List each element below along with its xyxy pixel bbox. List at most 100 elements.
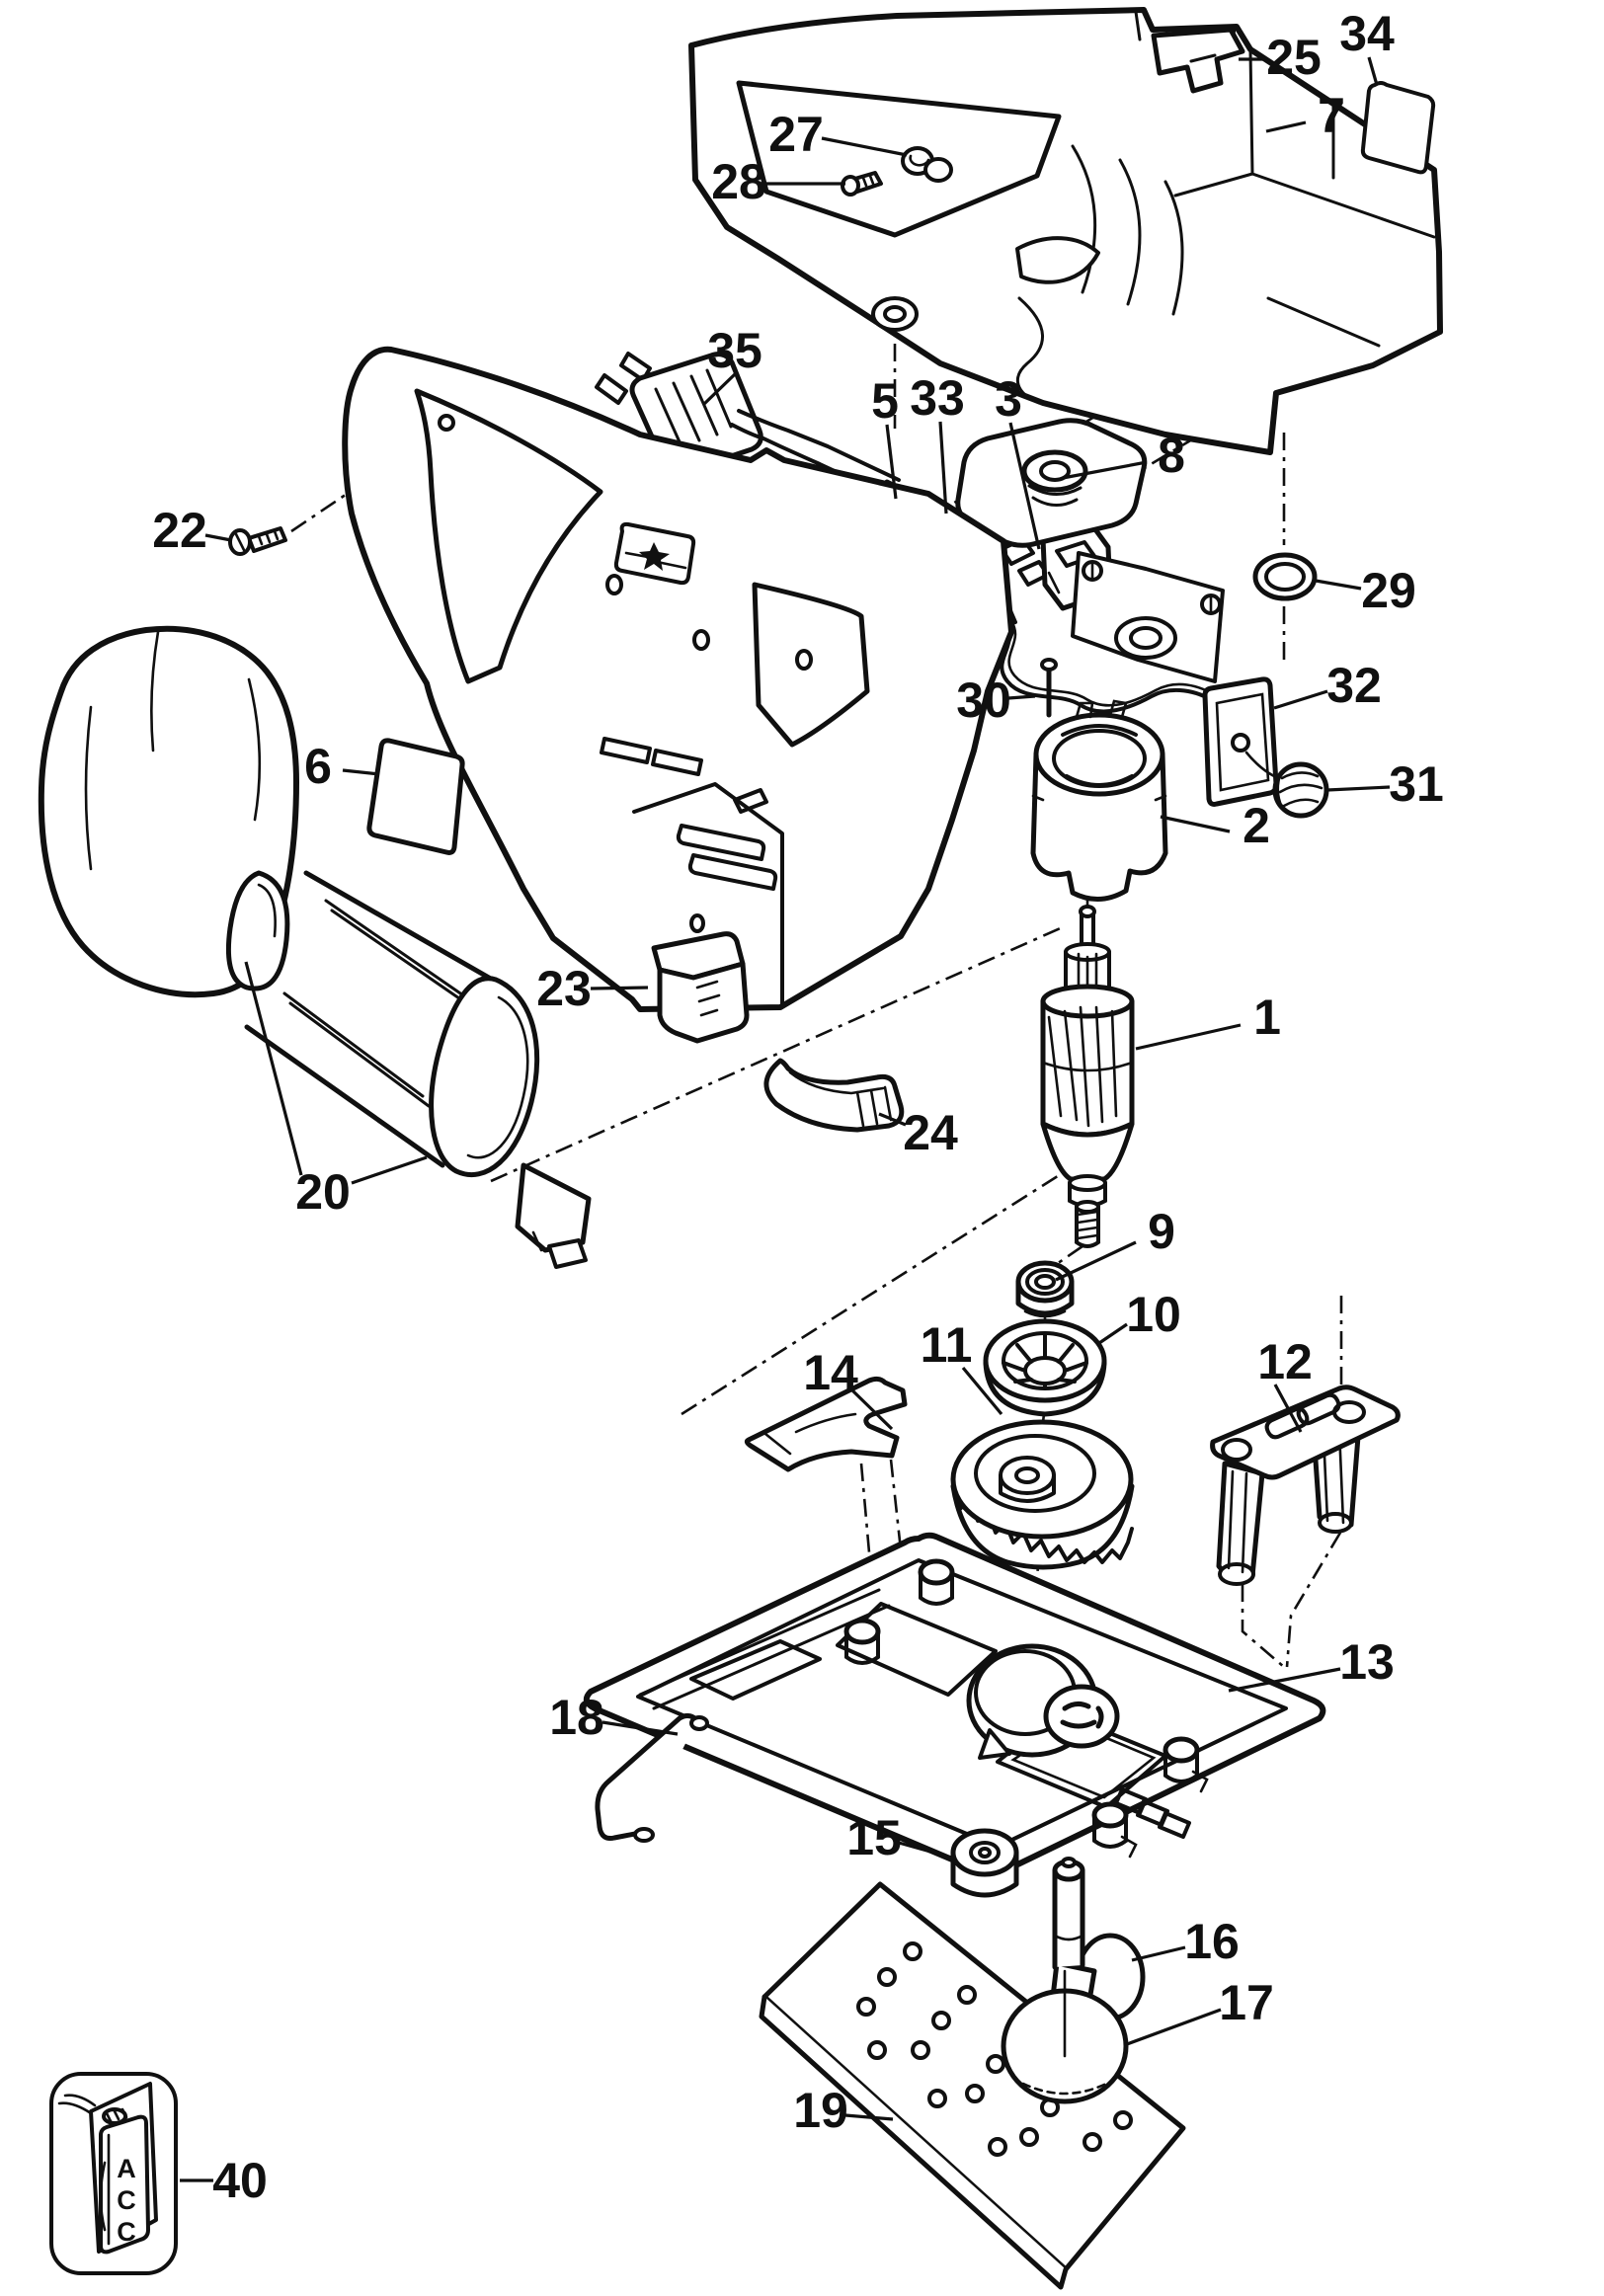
leader-line-33 [938,421,948,515]
label-plate [366,738,465,855]
dust-collector-path [84,630,262,871]
clamp [1151,27,1245,94]
armature-path [1040,1121,1135,1182]
ball-bearing-path [1034,1274,1056,1290]
base-post-path [1191,1770,1209,1793]
hole-plug [1272,761,1329,819]
callout-34: 34 [1339,6,1395,61]
leader-line-30 [1007,694,1036,700]
cover-plate-path [1215,692,1270,792]
roller-path [978,1847,992,1859]
parts-layer: A C C [38,7,1443,2290]
housing-base-path [1114,1787,1191,1839]
armature [1040,905,1135,1248]
callout-40: 40 [212,2153,268,2208]
dust-collector-path [244,1024,445,1168]
callout-7: 7 [1318,88,1345,143]
cover-housing-path [688,7,1443,455]
callout-2: 2 [1243,798,1270,853]
acc-letter-c1: C [117,2185,136,2215]
leader-line-2 [1160,815,1231,833]
motor-housing-path [795,649,813,671]
armature-path [1068,1174,1107,1192]
handle-screw-hole [438,414,455,432]
cover-housing-path [1015,296,1044,405]
platen-holes-path [931,2011,951,2030]
base-post [1163,1736,1209,1793]
leader-line-18 [602,1720,679,1736]
callout-33: 33 [910,370,965,426]
roller [950,1828,1019,1898]
housing-base-path [1060,1701,1104,1729]
roller-path [961,1888,1008,1898]
cover-housing-path [883,305,907,323]
callout-24: 24 [903,1105,958,1160]
callout-8: 8 [1158,428,1185,483]
leader-line-23 [590,986,649,990]
base-post-path [919,1570,954,1606]
screw-path [247,526,287,553]
dust-collector-path [282,899,474,1108]
motor-housing-path [605,574,623,595]
leader-line-7 [1265,120,1307,133]
housing-base-path [689,1639,822,1701]
cord-set-path [595,373,628,405]
callout-23: 23 [536,961,592,1016]
counterweight-path [1055,1870,1083,1967]
leader-line-17 [1126,2008,1222,2046]
motor-housing-path [676,824,766,861]
bearing-retainer [955,418,1148,548]
field [1030,699,1168,902]
ball-bearing-path [1023,1309,1067,1318]
armature-path [1075,1205,1100,1248]
leader-line-12 [1273,1384,1303,1433]
field-path [1033,712,1165,797]
fan-gear-path [999,1456,1056,1495]
cover-housing-path [1015,236,1100,284]
leader-line-6 [342,768,380,776]
callout-17: 17 [1219,1975,1274,2030]
retaining-clip-path [763,1412,857,1456]
dust-collector-path [547,1238,588,1269]
bowl-collar [429,976,540,1178]
leader-line-8 [1062,460,1148,480]
bail-wire-path [595,1712,700,1841]
clamp-path [1189,53,1217,63]
callout-13: 13 [1339,1634,1395,1690]
armature-path [1040,984,1135,1019]
acc-letter-a: A [117,2154,136,2183]
motor-housing [342,346,1014,1012]
callout-16: 16 [1184,1914,1240,1969]
callout-12: 12 [1257,1334,1313,1389]
platen-holes-path [867,2040,887,2060]
ball-bearing [1015,1260,1075,1318]
leader-line-34 [1367,56,1379,86]
bearing-retainer-path [1021,449,1088,493]
centerlines-path [490,924,1066,1183]
centerlines-path [859,1463,871,1553]
handle-opening [736,80,1062,238]
leader-line-10 [1098,1322,1128,1345]
platen-holes-path [927,2089,947,2108]
leader-line-27 [821,136,908,157]
callout-3: 3 [995,371,1022,427]
cover-clip-path [855,1085,893,1128]
screw [228,526,287,556]
bearing-retainer-path [1039,460,1071,482]
switch-button-path [658,968,721,1017]
switch-mount-path [1090,561,1213,614]
callout-15: 15 [846,1810,902,1865]
callout-6: 6 [304,739,332,794]
base-post-path [1120,1835,1138,1859]
platen-holes-path [911,2040,930,2060]
centerlines-path [681,1153,1091,1416]
motor-housing-path [692,629,710,651]
armature-path [1076,1210,1099,1240]
switch-button [651,931,750,1044]
leader-line-16 [1131,1945,1186,1962]
hole-plug-path [1276,770,1323,810]
leader-line-9 [1055,1240,1137,1282]
accessory-kit-path [57,2094,97,2115]
pin-path [1040,658,1058,672]
